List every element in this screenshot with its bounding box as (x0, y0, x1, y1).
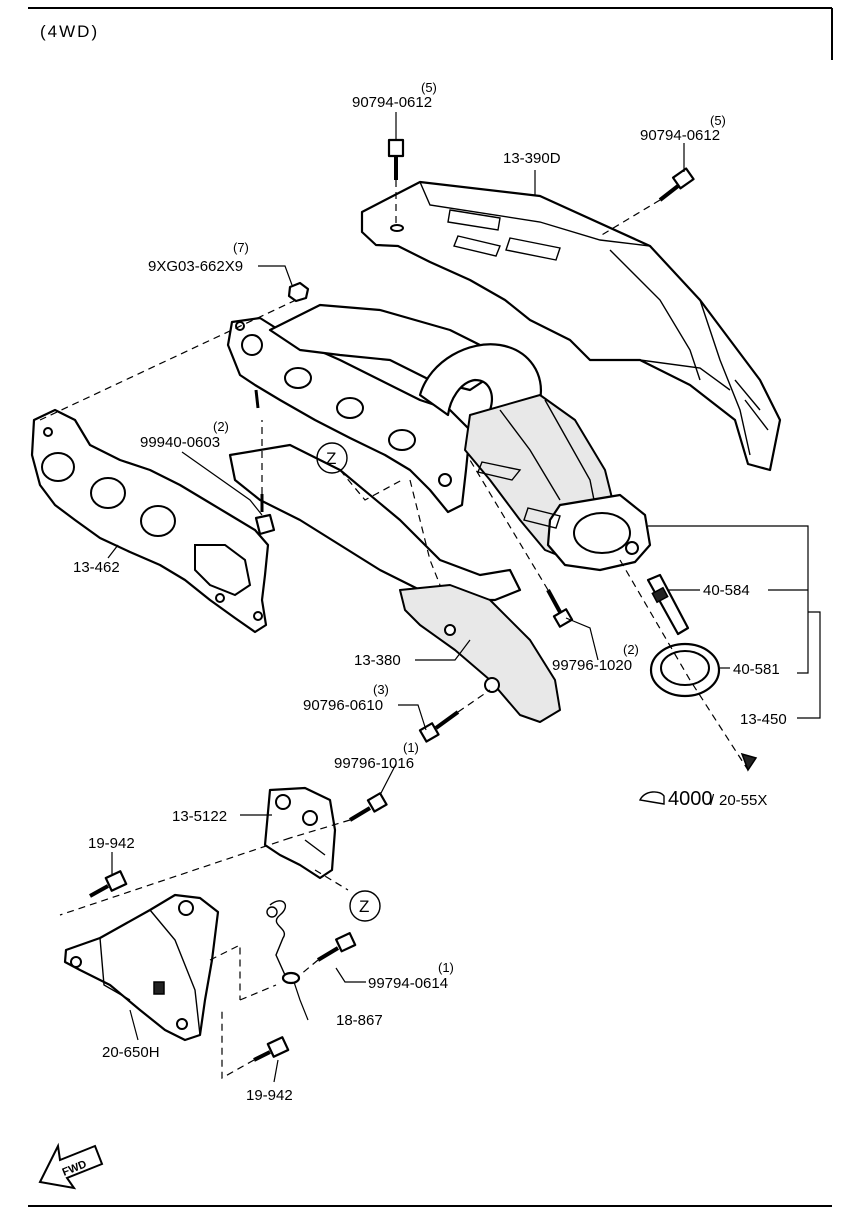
label-gasket: 13-462 (73, 559, 120, 576)
bolt-90794-0612-right[interactable] (658, 167, 695, 202)
label-catalyst-assy: 13-450 (740, 711, 787, 728)
label-insulator-upper: 13-390D (503, 150, 561, 167)
bracket[interactable] (263, 786, 337, 880)
lower-heat-insulator[interactable] (63, 893, 220, 1042)
label-bolt-lower: 90796-0610 (303, 697, 383, 714)
qty-nut: (7) (233, 240, 249, 255)
label-bolt-catalyst: 99796-1020 (552, 657, 632, 674)
label-bolt-19942-a: 19-942 (88, 835, 135, 852)
spring-clip[interactable] (266, 900, 301, 985)
label-nut: 9XG03-662X9 (148, 258, 243, 275)
label-bolt-small: 99794-0614 (368, 975, 448, 992)
stud-99940-0603[interactable] (254, 389, 276, 536)
qty-bolt-lower: (3) (373, 682, 389, 697)
leader-lines (107, 112, 821, 1083)
label-bolt-top: 90794-0612 (352, 94, 432, 111)
direction-arrowhead (740, 752, 758, 772)
fwd-arrow-icon: FWD (38, 1142, 104, 1190)
label-bolt-right: 90794-0612 (640, 127, 720, 144)
qty-bolt-right: (5) (710, 113, 726, 128)
bolt-99796-1020[interactable] (546, 589, 574, 628)
bolt-99794-0614[interactable] (316, 932, 357, 962)
gasket-ring[interactable] (649, 642, 721, 698)
reference-separator: / (710, 792, 715, 809)
label-reference-section[interactable]: 20-55X (719, 792, 767, 809)
qty-bolt-bracket: (1) (403, 740, 419, 755)
z-marker-lower-circle (349, 890, 381, 922)
pointing-hand-icon (638, 791, 665, 805)
manifold-gasket[interactable] (30, 408, 270, 634)
label-clip: 18-867 (336, 1012, 383, 1029)
z-marker-upper: Z (326, 449, 336, 468)
bolt-99796-1016[interactable] (348, 792, 388, 822)
exhaust-manifold[interactable] (226, 303, 652, 723)
bolt-19-942-b[interactable] (253, 1036, 290, 1062)
variant-label: (4WD) (40, 22, 99, 41)
stud-bolt[interactable] (646, 573, 690, 636)
z-marker-lower: Z (359, 897, 369, 916)
label-gasket-ring: 40-581 (733, 661, 780, 678)
qty-stud: (2) (213, 419, 229, 434)
bolt-90796-0610[interactable] (418, 710, 460, 743)
label-stud: 99940-0603 (140, 434, 220, 451)
label-manifold: 13-380 (354, 652, 401, 669)
label-reference-page[interactable]: 4000 (668, 788, 713, 810)
label-bracket: 13-5122 (172, 808, 227, 825)
qty-bolt-small: (1) (438, 960, 454, 975)
bolt-19-942-a[interactable] (89, 870, 128, 898)
nut-9xg03[interactable] (287, 281, 310, 303)
upper-heat-insulator[interactable] (360, 180, 782, 472)
bolt-90794-0612-top[interactable] (387, 138, 405, 180)
label-insulator-lower: 20-650H (102, 1044, 160, 1061)
z-marker-upper-circle (316, 442, 348, 474)
qty-bolt-catalyst: (2) (623, 642, 639, 657)
label-bolt-19942-b: 19-942 (246, 1087, 293, 1104)
label-bolt-bracket: 99796-1016 (334, 755, 414, 772)
label-stud-bolt: 40-584 (703, 582, 750, 599)
qty-bolt-top: (5) (421, 80, 437, 95)
assembly-lines (39, 180, 749, 1080)
